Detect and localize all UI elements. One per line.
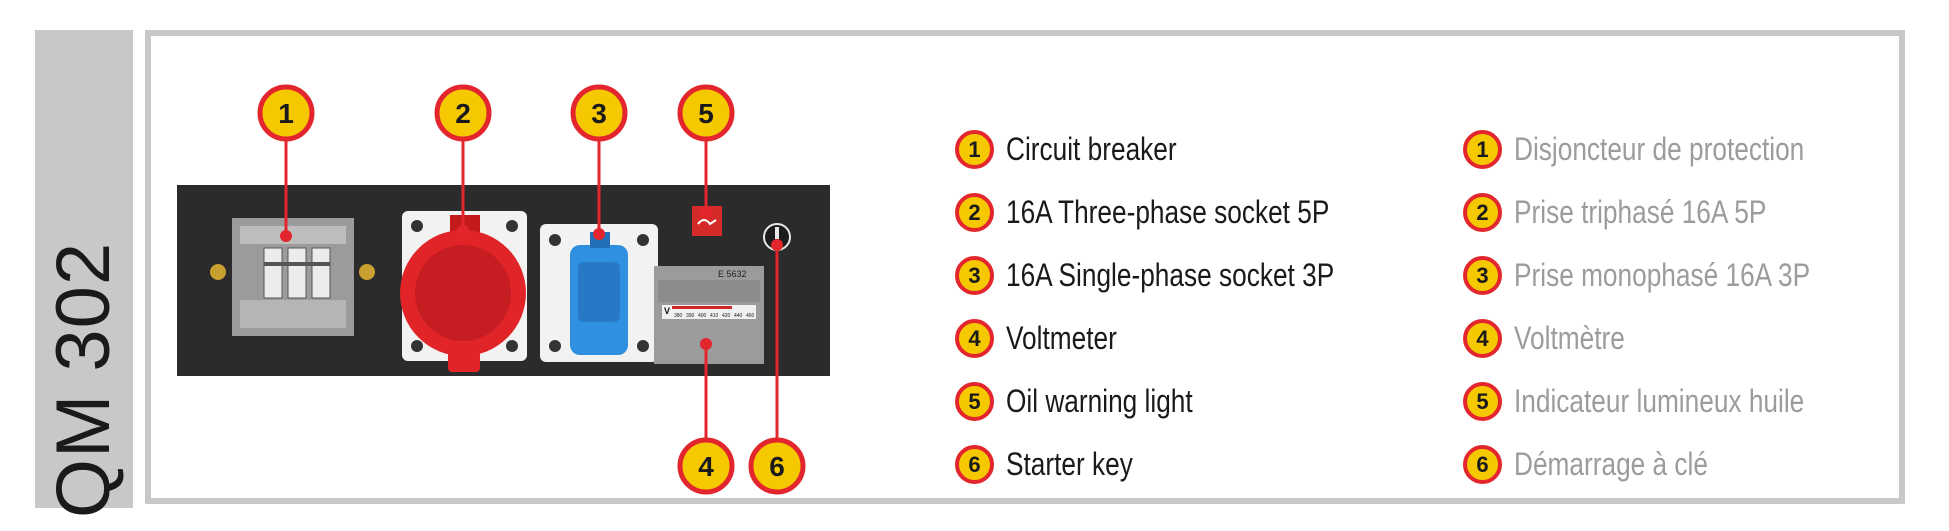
svg-text:3: 3 xyxy=(591,98,607,129)
legend-number-badge: 4 xyxy=(955,319,994,358)
legend-number-badge: 4 xyxy=(1463,319,1502,358)
legend-item: 5 Indicateur lumineux huile xyxy=(1463,370,1875,433)
legend-label: Disjoncteur de protection xyxy=(1514,131,1805,167)
legend-number-badge: 2 xyxy=(1463,193,1502,232)
svg-text:5: 5 xyxy=(698,98,714,129)
panel-screw-right xyxy=(359,264,375,280)
legend-item: 2 Prise triphasé 16A 5P xyxy=(1463,181,1875,244)
callout-badge: 3 xyxy=(570,84,628,142)
callout-badge: 5 xyxy=(677,84,735,142)
legend-number-badge: 5 xyxy=(955,382,994,421)
voltmeter-unit: V xyxy=(664,306,670,316)
callout-badge: 4 xyxy=(677,437,735,495)
legend-label: 16A Three-phase socket 5P xyxy=(1006,194,1330,230)
legend-label: Indicateur lumineux huile xyxy=(1514,383,1805,419)
legend-label: Prise triphasé 16A 5P xyxy=(1514,194,1767,230)
legend-item: 1 Disjoncteur de protection xyxy=(1463,118,1875,181)
voltmeter-tick-label: 400 xyxy=(698,313,707,319)
callout-badge: 1 xyxy=(257,84,315,142)
legend-item: 3 16A Single-phase socket 3P xyxy=(955,244,1406,307)
legend-english: 1 Circuit breaker 2 16A Three-phase sock… xyxy=(955,118,1406,496)
single-phase-socket[interactable] xyxy=(540,224,658,362)
legend-item: 5 Oil warning light xyxy=(955,370,1406,433)
circuit-breaker[interactable] xyxy=(232,218,354,336)
legend-label: Voltmeter xyxy=(1006,320,1117,356)
svg-text:6: 6 xyxy=(769,451,785,482)
callout-badge: 6 xyxy=(748,437,806,495)
legend-number-badge: 1 xyxy=(955,130,994,169)
legend-label: Voltmètre xyxy=(1514,320,1625,356)
legend-french: 1 Disjoncteur de protection 2 Prise trip… xyxy=(1463,118,1875,496)
svg-text:2: 2 xyxy=(455,98,471,129)
svg-text:4: 4 xyxy=(698,451,714,482)
legend-label: Starter key xyxy=(1006,446,1133,482)
voltmeter-tick-label: 410 xyxy=(710,313,719,319)
voltmeter-model: E 5632 xyxy=(718,269,747,279)
legend-number-badge: 6 xyxy=(1463,445,1502,484)
svg-text:1: 1 xyxy=(278,98,294,129)
legend-item: 2 16A Three-phase socket 5P xyxy=(955,181,1406,244)
side-tab xyxy=(35,30,133,508)
legend-item: 6 Démarrage à clé xyxy=(1463,433,1875,496)
legend-label: 16A Single-phase socket 3P xyxy=(1006,257,1335,293)
legend-label: Prise monophasé 16A 3P xyxy=(1514,257,1811,293)
legend-label: Oil warning light xyxy=(1006,383,1193,419)
legend-item: 3 Prise monophasé 16A 3P xyxy=(1463,244,1875,307)
three-phase-socket[interactable] xyxy=(400,211,527,372)
legend-number-badge: 6 xyxy=(955,445,994,484)
legend-item: 4 Voltmeter xyxy=(955,307,1406,370)
legend-item: 4 Voltmètre xyxy=(1463,307,1875,370)
legend-label: Circuit breaker xyxy=(1006,131,1177,167)
callout-badge: 2 xyxy=(434,84,492,142)
legend-item: 6 Starter key xyxy=(955,433,1406,496)
legend-item: 1 Circuit breaker xyxy=(955,118,1406,181)
legend-label: Démarrage à clé xyxy=(1514,446,1708,482)
voltmeter-tick-label: 460 xyxy=(746,313,755,319)
voltmeter-tick-label: 440 xyxy=(734,313,743,319)
starter-key[interactable] xyxy=(763,223,791,251)
legend-number-badge: 2 xyxy=(955,193,994,232)
voltmeter-tick-label: 390 xyxy=(686,313,695,319)
voltmeter-tick-label: 380 xyxy=(674,313,683,319)
legend-number-badge: 5 xyxy=(1463,382,1502,421)
voltmeter-tick-label: 420 xyxy=(722,313,731,319)
legend-number-badge: 3 xyxy=(1463,256,1502,295)
panel-screw-left xyxy=(210,264,226,280)
legend-number-badge: 3 xyxy=(955,256,994,295)
legend-number-badge: 1 xyxy=(1463,130,1502,169)
